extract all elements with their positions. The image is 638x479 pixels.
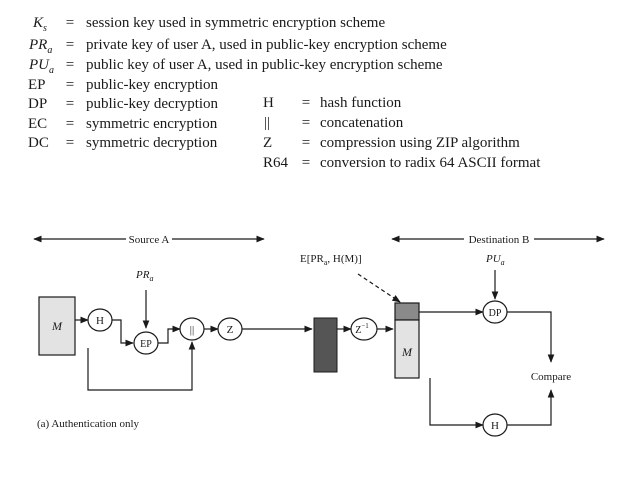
h-to-ep-arrow xyxy=(112,319,134,347)
legend-equals: = xyxy=(65,116,75,132)
legend-equals: = xyxy=(301,115,311,131)
message-block-destination xyxy=(394,319,420,379)
legend-equals: = xyxy=(65,135,75,151)
legend-equals: = xyxy=(301,135,311,151)
legend-equals: = xyxy=(65,96,75,112)
m-bypass-to-concat-arrow xyxy=(87,341,196,391)
legend-equals: = xyxy=(65,57,75,73)
legend-description: private key of user A, used in public-ke… xyxy=(86,37,447,53)
legend-equals: = xyxy=(65,77,75,93)
legend-equals: = xyxy=(301,95,311,111)
ep-to-concat-arrow xyxy=(158,325,181,344)
legend-description: concatenation xyxy=(320,115,404,131)
private-key-label: PRa xyxy=(135,269,153,283)
legend-description: conversion to radix 64 ASCII format xyxy=(320,155,541,171)
h2-to-compare-arrow xyxy=(507,389,555,426)
message-label-destination: M xyxy=(401,345,413,359)
dp-to-compare-arrow xyxy=(507,311,555,363)
m-to-h2-arrow xyxy=(429,378,484,429)
diagram-caption: (a) Authentication only xyxy=(37,418,140,430)
dp-node-label: DP xyxy=(489,308,502,319)
signature-label: E[PRa, H(M)] xyxy=(300,253,362,267)
legend-symbol: EP xyxy=(28,77,46,93)
hash-node-destination xyxy=(482,413,508,437)
legend-symbol: PRa xyxy=(29,37,53,56)
transmitted-message-block xyxy=(313,317,338,373)
signature-block-destination xyxy=(394,302,420,321)
compression-node-label: Z xyxy=(227,324,234,336)
legend-equals: = xyxy=(65,37,75,53)
decompression-node-label: Z−1 xyxy=(355,322,369,336)
compression-node xyxy=(217,317,243,341)
source-a-label: Source A xyxy=(129,234,170,246)
legend-description: session key used in symmetric encryption… xyxy=(86,15,386,31)
compare-label: Compare xyxy=(531,371,571,383)
public-key-encryption-node xyxy=(133,331,159,355)
legend-symbol: H xyxy=(263,95,274,111)
legend-equals: = xyxy=(301,155,311,171)
hash-node xyxy=(87,308,113,332)
legend-description: public-key encryption xyxy=(86,77,219,93)
legend-symbol: R64 xyxy=(263,155,289,171)
legend: Ks = session key used in symmetric encry… xyxy=(0,0,638,180)
hash-node-label: H xyxy=(96,315,104,327)
message-label-source: M xyxy=(51,319,63,333)
legend-description: symmetric decryption xyxy=(86,135,218,151)
legend-description: hash function xyxy=(320,95,402,111)
legend-description: public-key decryption xyxy=(86,96,219,112)
legend-description: compression using ZIP algorithm xyxy=(320,135,520,151)
legend-symbol: EC xyxy=(28,116,48,132)
public-key-label: PUa xyxy=(485,253,505,267)
legend-symbol: Z xyxy=(263,135,273,151)
legend-symbol: DC xyxy=(28,135,49,151)
ep-node-label: EP xyxy=(140,339,152,350)
concat-node-label: || xyxy=(190,324,194,336)
legend-description: public key of user A, used in public-key… xyxy=(86,57,443,73)
hash-node-destination-label: H xyxy=(491,420,499,432)
legend-symbol: DP xyxy=(28,96,48,112)
message-block-source xyxy=(38,296,76,356)
legend-symbol: Ks xyxy=(33,15,47,34)
concatenation-node xyxy=(179,317,205,341)
legend-description: symmetric encryption xyxy=(86,116,218,132)
signature-pointer-arrow xyxy=(357,273,401,303)
destination-b-label: Destination B xyxy=(469,234,530,246)
legend-equals: = xyxy=(65,15,75,31)
public-key-decryption-node xyxy=(482,300,508,324)
legend-symbol: || xyxy=(264,115,271,131)
legend-symbol: PUa xyxy=(29,57,54,76)
decompression-node xyxy=(350,317,378,341)
